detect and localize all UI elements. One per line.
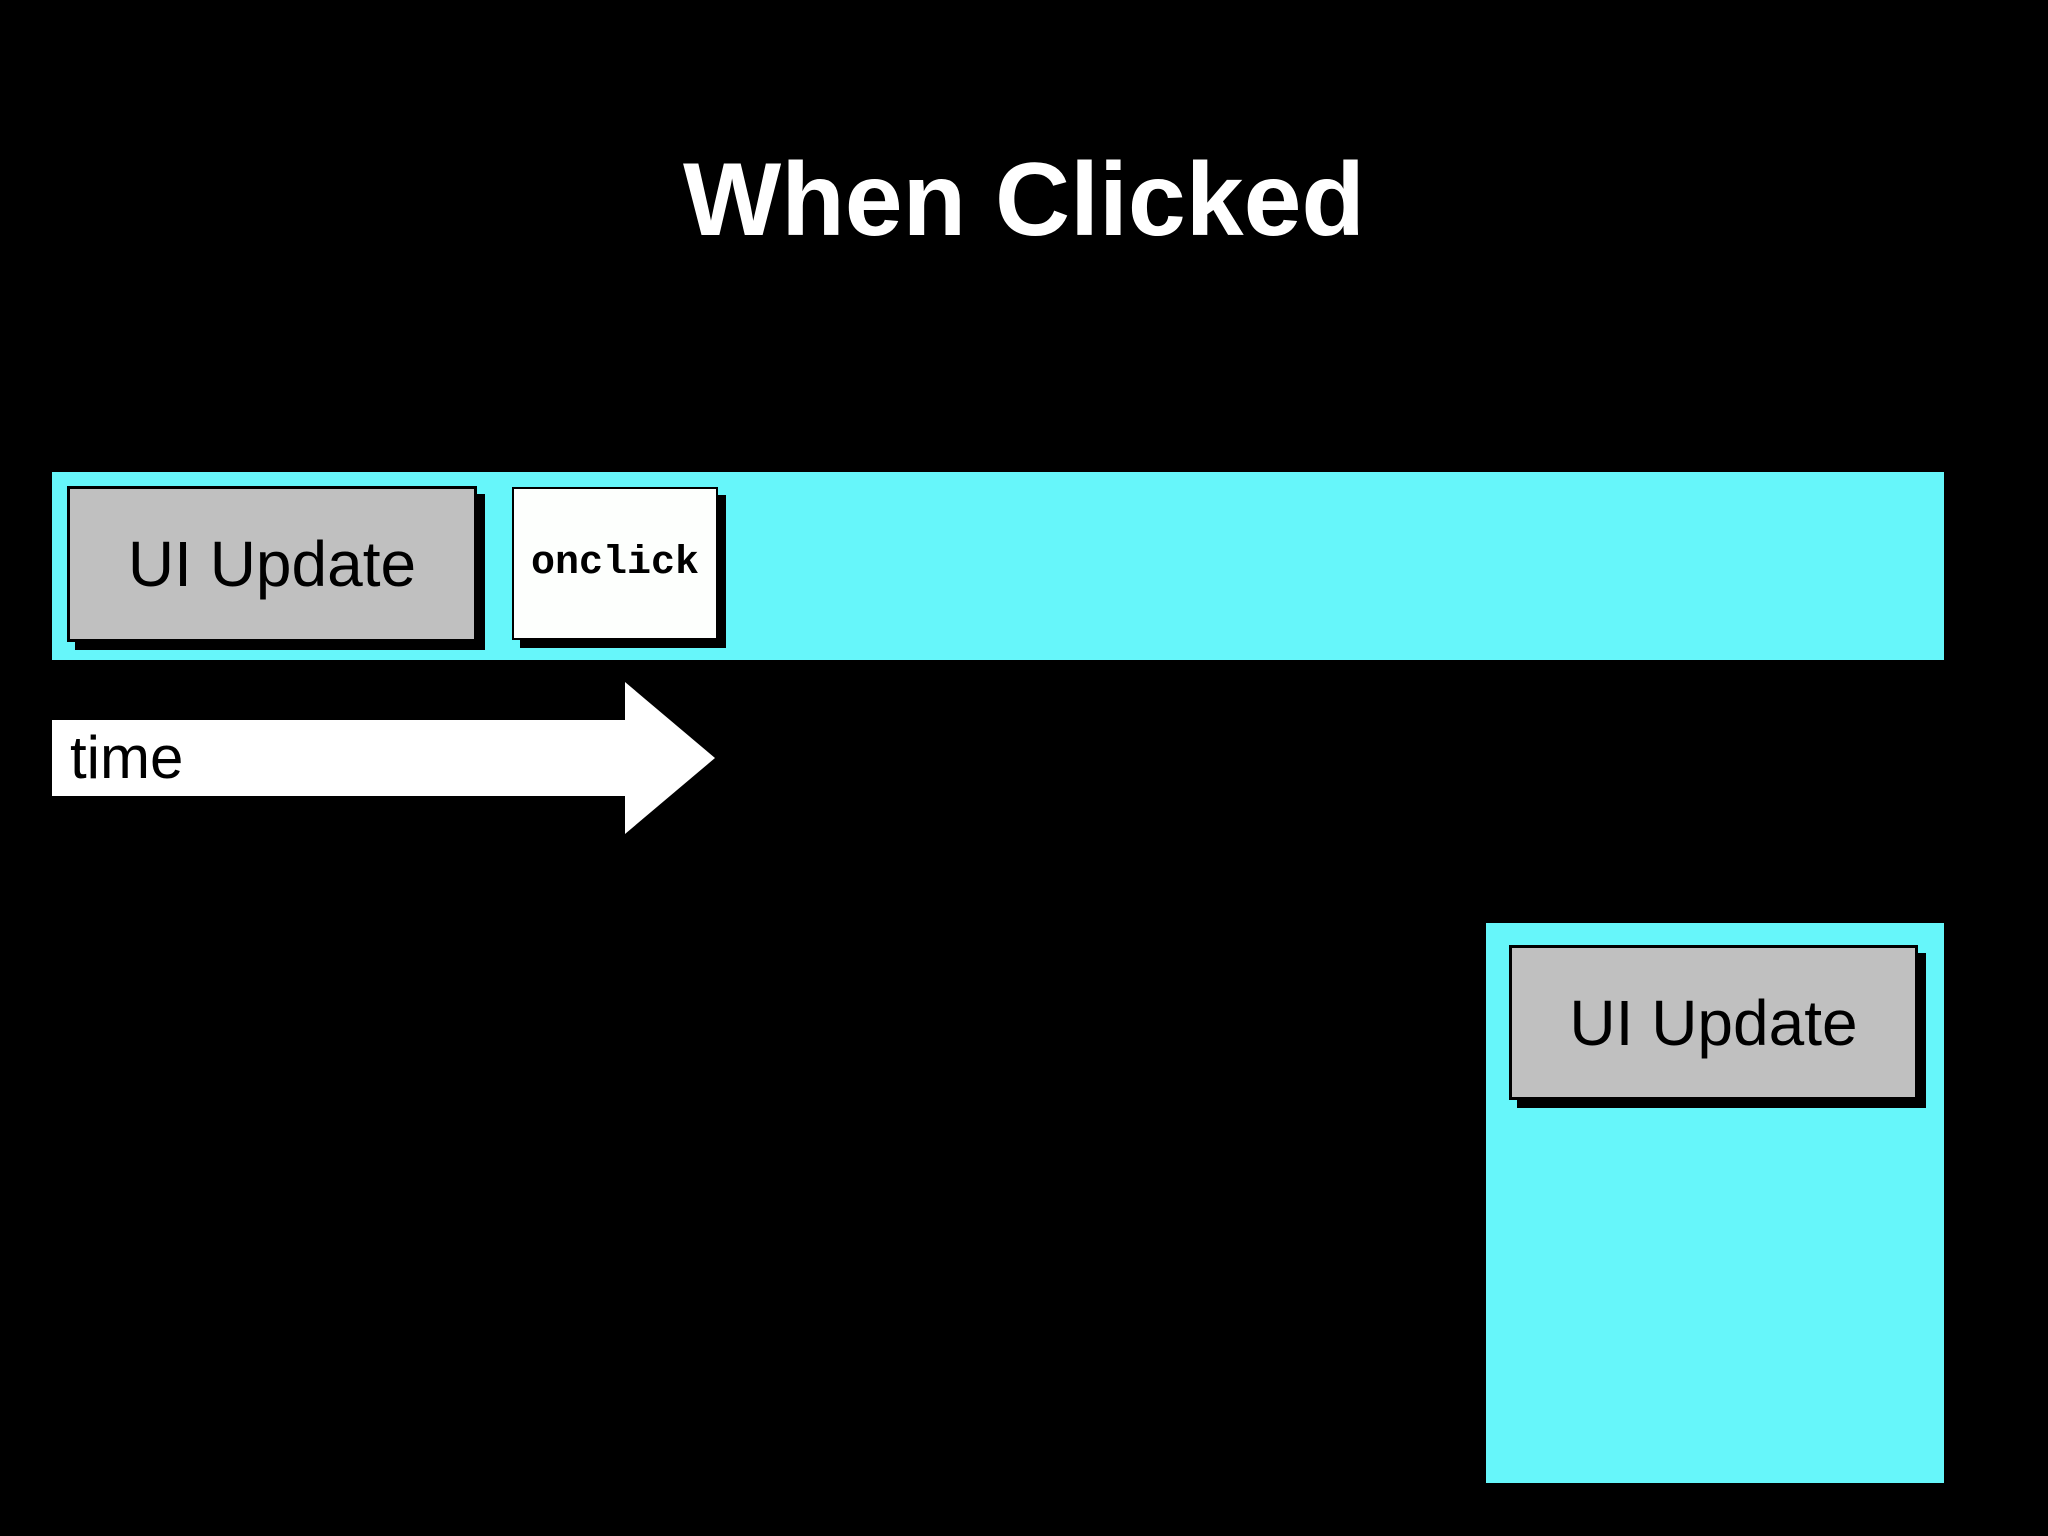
ui-update-box-initial: UI Update <box>67 486 477 642</box>
time-label: time <box>70 724 184 791</box>
ui-update-box-deferred: UI Update <box>1509 945 1918 1100</box>
onclick-label: onclick <box>530 540 700 586</box>
onclick-box: onclick <box>512 487 718 640</box>
ui-update-label-initial: UI Update <box>127 528 417 600</box>
slide-title: When Clicked <box>683 142 1365 258</box>
time-arrow-head-icon <box>625 682 715 834</box>
ui-update-label-deferred: UI Update <box>1569 986 1858 1059</box>
time-arrow-body: time <box>52 720 625 796</box>
deferred-band: UI Update <box>1486 923 1944 1483</box>
